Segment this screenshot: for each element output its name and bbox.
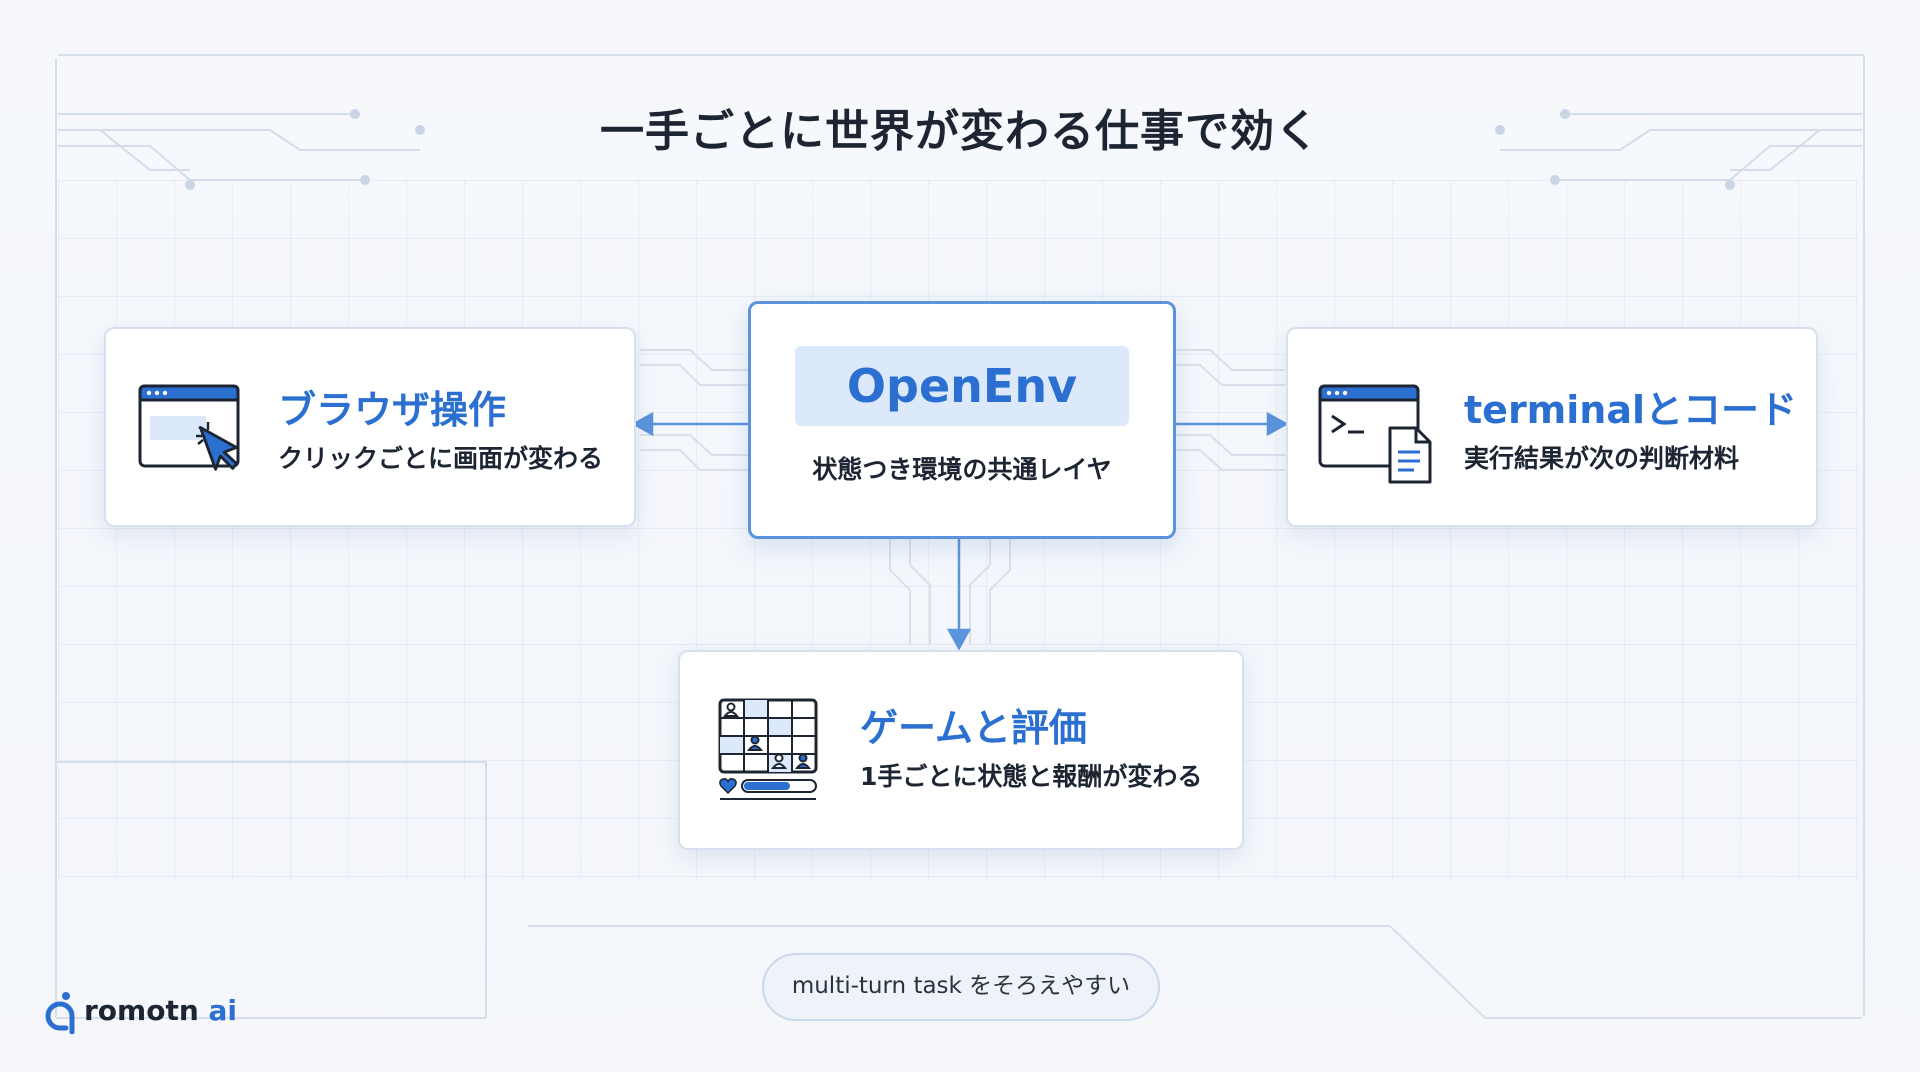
logo-wordmark: romotn ai: [84, 994, 237, 1027]
browser-card: ブラウザ操作 クリックごとに画面が変わる: [104, 327, 636, 527]
game-card: ゲームと評価 1手ごとに状態と報酬が変わる: [678, 650, 1244, 850]
browser-card-subtitle: クリックごとに画面が変わる: [278, 444, 604, 473]
summary-pill: multi-turn task をそろえやすい: [762, 953, 1160, 1021]
browser-card-title: ブラウザ操作: [278, 388, 507, 432]
game-card-title: ゲームと評価: [860, 706, 1087, 750]
page-title: 一手ごとに世界が変わる仕事で効く: [600, 106, 1320, 157]
openenv-box: OpenEnv 状態つき環境の共通レイヤ: [748, 301, 1176, 539]
openenv-subtitle: 状態つき環境の共通レイヤ: [812, 455, 1112, 484]
logo-main-text: romotn: [84, 994, 199, 1027]
terminal-card: terminalとコード 実行結果が次の判断材料: [1286, 327, 1818, 527]
terminal-card-title: terminalとコード: [1464, 388, 1798, 432]
browser-click-icon: [138, 384, 240, 471]
game-board-icon: [718, 698, 818, 800]
logo-mark-icon: [45, 992, 75, 1035]
terminal-card-subtitle: 実行結果が次の判断材料: [1464, 444, 1740, 473]
openenv-badge: OpenEnv: [795, 346, 1129, 426]
brand-logo: romotn ai: [44, 990, 237, 1035]
game-card-subtitle: 1手ごとに状態と報酬が変わる: [860, 762, 1203, 791]
logo-accent-text: ai: [208, 994, 238, 1027]
terminal-document-icon: [1318, 384, 1432, 484]
